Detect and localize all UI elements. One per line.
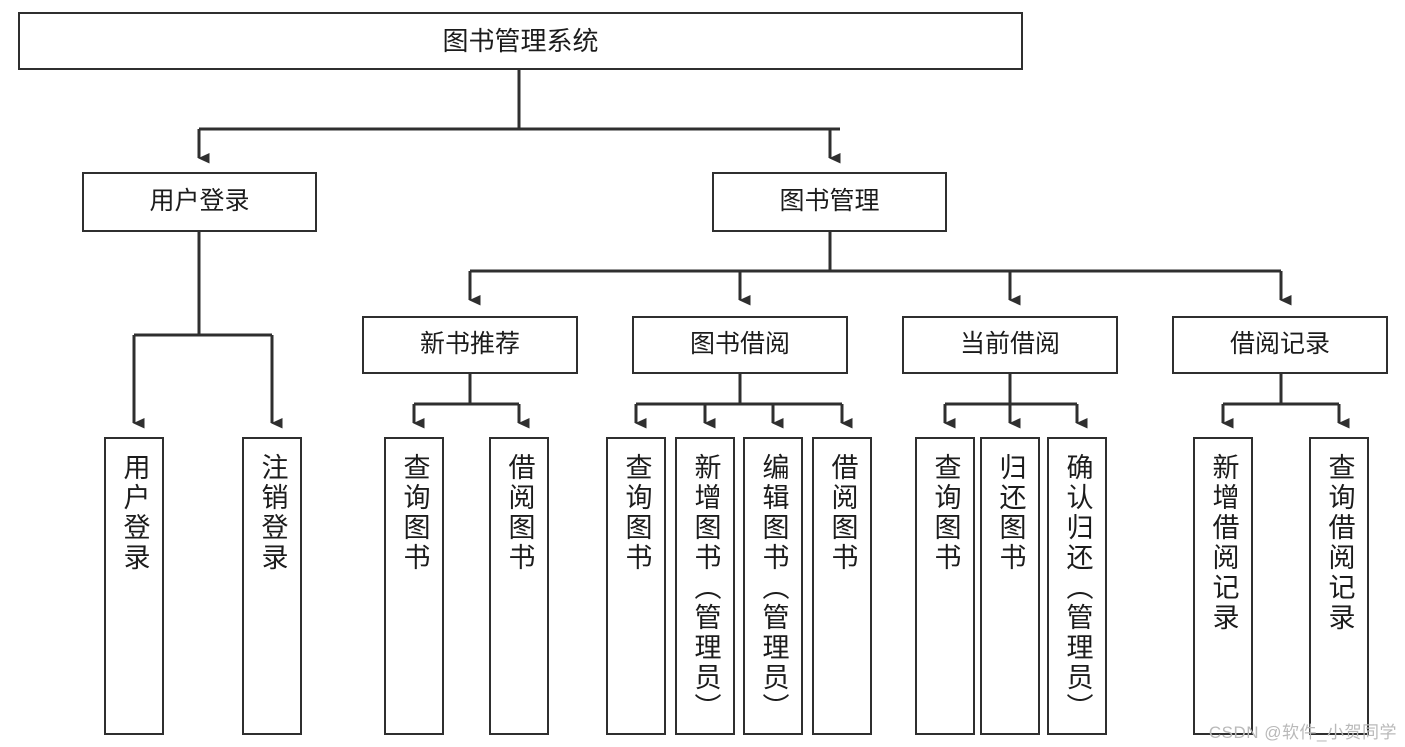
leaf-query-books-newbook[interactable]: 查询图书 [384, 437, 444, 735]
watermark-text: CSDN @软件_小贺同学 [1208, 723, 1397, 742]
leaf-confirm-return-admin[interactable]: 确认归还（管理员） [1047, 437, 1107, 735]
leaf-add-borrow-record[interactable]: 新增借阅记录 [1193, 437, 1253, 735]
leaf-borrow-books-borrow[interactable]: 借阅图书 [812, 437, 872, 735]
node-book-management[interactable]: 图书管理 [712, 172, 947, 232]
leaf-add-book-admin[interactable]: 新增图书（管理员） [675, 437, 735, 735]
leaf-confirm-return-admin-label: 确认归还（管理员） [1062, 453, 1093, 723]
leaf-query-books-current-label: 查询图书 [930, 453, 961, 573]
leaf-query-books-newbook-label: 查询图书 [399, 453, 430, 573]
leaf-borrow-books-newbook[interactable]: 借阅图书 [489, 437, 549, 735]
node-new-book-recommend-label: 新书推荐 [419, 330, 520, 359]
leaf-return-books-label: 归还图书 [995, 453, 1026, 573]
node-root-label: 图书管理系统 [442, 25, 599, 56]
leaf-borrow-books-newbook-label: 借阅图书 [504, 453, 535, 573]
leaf-query-borrow-record-label: 查询借阅记录 [1324, 453, 1355, 633]
leaf-logout-label: 注销登录 [257, 453, 288, 573]
leaf-return-books[interactable]: 归还图书 [980, 437, 1040, 735]
leaf-query-borrow-record[interactable]: 查询借阅记录 [1309, 437, 1369, 735]
node-book-borrow-label: 图书借阅 [689, 330, 790, 359]
leaf-borrow-books-borrow-label: 借阅图书 [827, 453, 858, 573]
node-borrow-records[interactable]: 借阅记录 [1172, 316, 1388, 374]
node-current-borrow[interactable]: 当前借阅 [902, 316, 1118, 374]
leaf-user-login-label: 用户登录 [119, 453, 150, 573]
node-book-management-label: 图书管理 [779, 187, 880, 216]
node-book-borrow[interactable]: 图书借阅 [632, 316, 848, 374]
node-current-borrow-label: 当前借阅 [959, 330, 1060, 359]
leaf-logout[interactable]: 注销登录 [242, 437, 302, 735]
node-borrow-records-label: 借阅记录 [1229, 330, 1330, 359]
leaf-query-books-current[interactable]: 查询图书 [915, 437, 975, 735]
leaf-add-book-admin-label: 新增图书（管理员） [690, 453, 721, 723]
node-user-login[interactable]: 用户登录 [82, 172, 317, 232]
leaf-query-books-borrow[interactable]: 查询图书 [606, 437, 666, 735]
node-root[interactable]: 图书管理系统 [18, 12, 1023, 70]
leaf-user-login[interactable]: 用户登录 [104, 437, 164, 735]
leaf-add-borrow-record-label: 新增借阅记录 [1208, 453, 1239, 633]
node-new-book-recommend[interactable]: 新书推荐 [362, 316, 578, 374]
leaf-edit-book-admin-label: 编辑图书（管理员） [758, 453, 789, 723]
node-user-login-label: 用户登录 [149, 187, 250, 216]
leaf-query-books-borrow-label: 查询图书 [621, 453, 652, 573]
leaf-edit-book-admin[interactable]: 编辑图书（管理员） [743, 437, 803, 735]
